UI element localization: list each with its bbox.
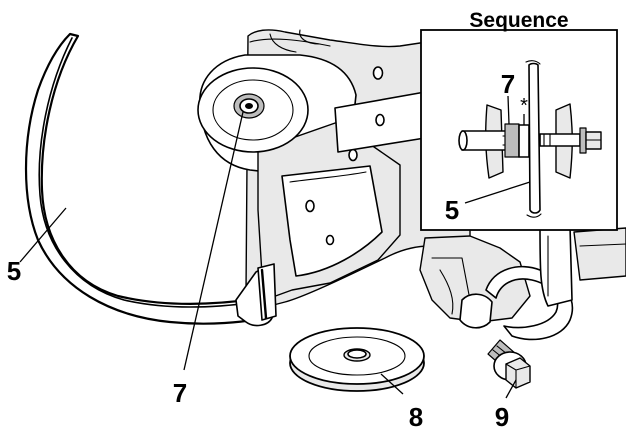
callout-8: 8 <box>409 402 423 432</box>
spindle-washer-assembly <box>197 67 309 153</box>
lower-machinery <box>419 225 626 341</box>
inset-nut <box>504 123 520 158</box>
inset-asterisk: * <box>520 95 528 117</box>
leader-lines <box>19 111 517 399</box>
inset-blade <box>528 62 541 214</box>
inset-callout-7: 7 <box>501 69 515 99</box>
inset-title: Sequence <box>469 9 568 32</box>
blade-mount <box>235 263 277 327</box>
callout-5: 5 <box>7 256 21 286</box>
deck-bracket <box>257 66 426 299</box>
inset-callout-5: 5 <box>445 195 459 225</box>
bolt-part-9 <box>487 339 531 389</box>
mower-blade <box>24 32 264 325</box>
sequence-inset <box>420 29 618 231</box>
callout-9: 9 <box>495 402 509 432</box>
inset-bolt-shank <box>539 133 581 147</box>
inset-spacer <box>518 124 530 158</box>
callout-7: 7 <box>173 378 187 408</box>
washer-part-8 <box>289 327 425 392</box>
